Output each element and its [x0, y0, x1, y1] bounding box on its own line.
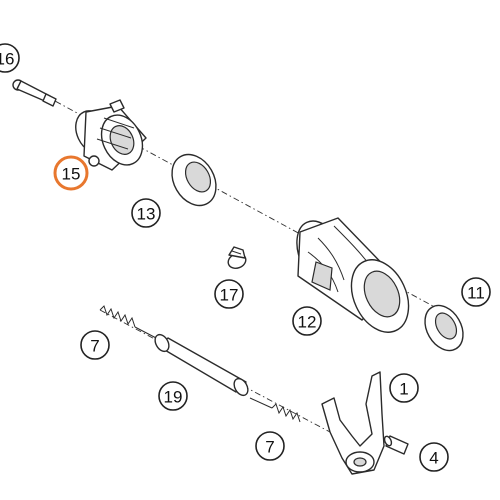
callout-number: 12 — [298, 313, 317, 332]
callout-ring — [292, 306, 322, 336]
part-shift-drum-segment — [75, 99, 147, 171]
callout-number: 13 — [137, 205, 156, 224]
callout-7-9: 7 — [255, 431, 285, 461]
callout-13-2: 13 — [131, 198, 161, 228]
callout-number: 1 — [399, 380, 408, 399]
part-washer-large — [171, 153, 217, 207]
callout-number: 19 — [164, 388, 183, 407]
callout-11-5: 11 — [461, 277, 491, 307]
callout-number: 17 — [220, 286, 239, 305]
part-spring-lower — [249, 397, 301, 423]
callout-number: 11 — [467, 284, 485, 303]
callout-ring — [53, 155, 89, 191]
callout-ring — [80, 330, 110, 360]
callout-1-8: 1 — [389, 373, 419, 403]
callout-ring — [461, 277, 491, 307]
callout-number: 7 — [90, 337, 99, 356]
callout-number: 7 — [265, 438, 274, 457]
callout-15-1: 15 — [53, 155, 89, 191]
callout-12-4: 12 — [292, 306, 322, 336]
callout-17-3: 17 — [214, 279, 244, 309]
callout-ring — [389, 373, 419, 403]
callout-4-10: 4 — [419, 442, 449, 472]
callout-ring — [158, 381, 188, 411]
part-spring-upper — [99, 305, 161, 341]
part-pin — [383, 435, 409, 455]
part-washer-small — [424, 304, 464, 352]
callout-number: 16 — [0, 50, 14, 69]
callout-number: 15 — [62, 165, 81, 184]
callout-ring — [0, 43, 20, 73]
callout-19-7: 19 — [158, 381, 188, 411]
callout-ring — [255, 431, 285, 461]
part-small-screw — [227, 246, 247, 269]
callout-ring — [214, 279, 244, 309]
callout-7-6: 7 — [80, 330, 110, 360]
part-bolt — [12, 79, 57, 107]
callout-number: 4 — [429, 449, 438, 468]
part-shift-fork — [321, 371, 385, 475]
part-shift-drum — [296, 217, 410, 333]
callout-ring — [131, 198, 161, 228]
callout-16-0: 16 — [0, 43, 20, 73]
part-rod — [154, 333, 249, 397]
lower-shaft-axis — [99, 309, 331, 433]
callout-ring — [419, 442, 449, 472]
